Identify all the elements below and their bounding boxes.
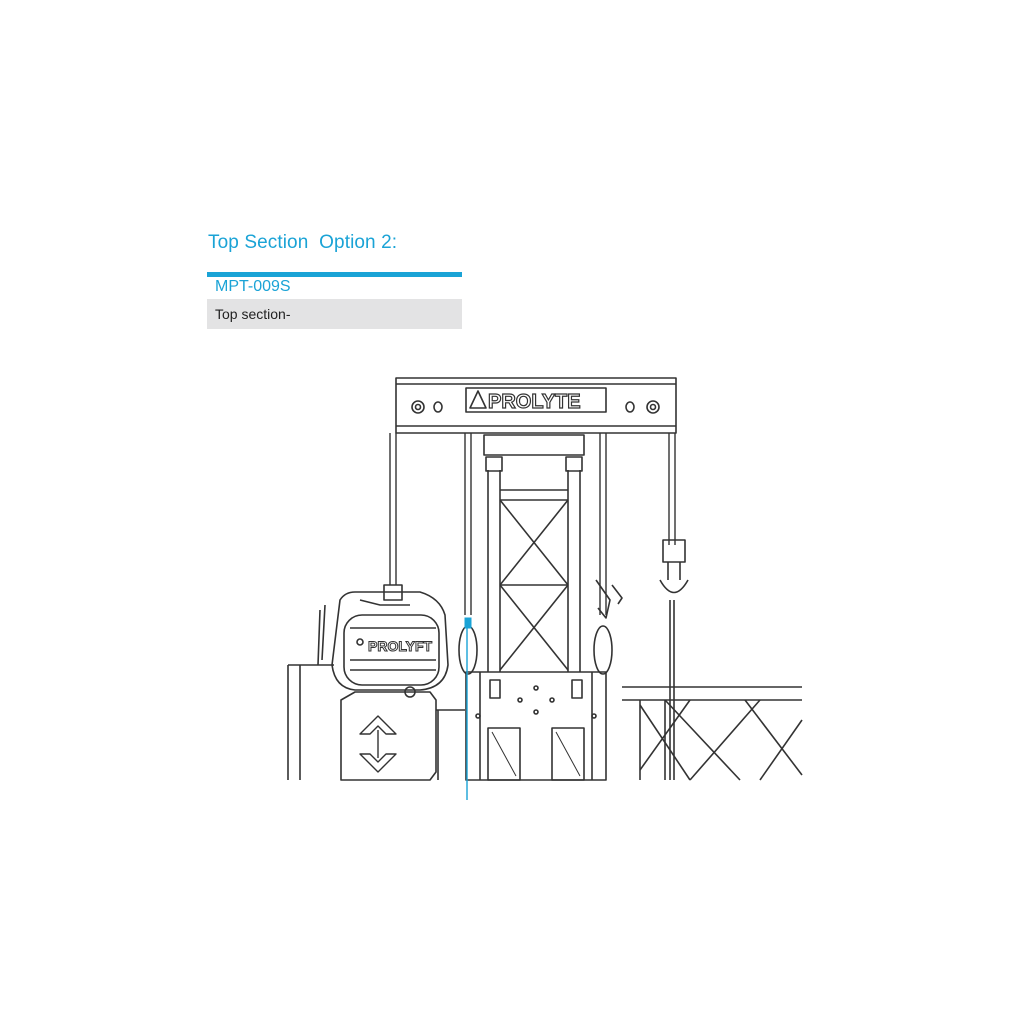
callout-marker bbox=[464, 617, 472, 800]
description-row: Top section- bbox=[207, 299, 462, 329]
description-text: Top section- bbox=[215, 306, 291, 322]
heading-rule bbox=[207, 272, 462, 277]
chains bbox=[389, 433, 676, 615]
mounting-plate bbox=[465, 671, 607, 781]
product-code: MPT-009S bbox=[215, 278, 291, 295]
up-down-arrow-icon bbox=[359, 715, 397, 773]
left-housing bbox=[287, 664, 465, 781]
beam-brand-text: PROLYTE bbox=[488, 391, 581, 413]
section-heading: Top Section Option 2: bbox=[208, 232, 398, 253]
top-beam bbox=[395, 377, 677, 434]
hoist-brand-text: PROLYFT bbox=[368, 638, 432, 654]
shackles bbox=[383, 539, 689, 780]
hoist-motor bbox=[317, 591, 449, 698]
truss-tower bbox=[483, 434, 585, 672]
horizontal-truss bbox=[622, 686, 803, 781]
